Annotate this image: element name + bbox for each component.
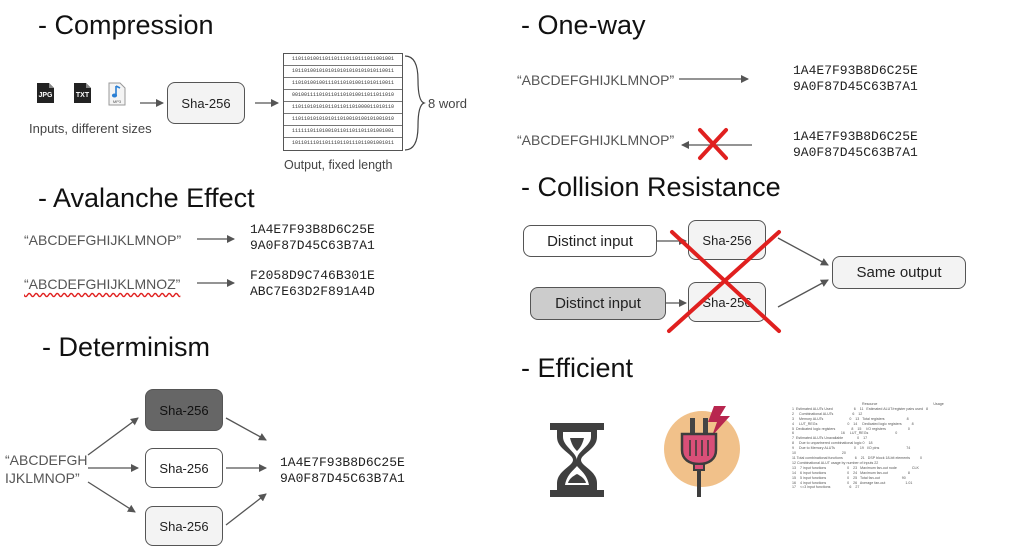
arrow-det-in-top xyxy=(87,417,139,456)
determinism-input-line-2: IJKLMNOP” xyxy=(5,470,80,486)
resource-table-row: 6 16 LUT_REGs 0 xyxy=(792,431,898,436)
sha-label: Sha-256 xyxy=(159,518,209,534)
resource-table-row: 17 <=3 input functions 6 27 xyxy=(792,485,860,490)
red-cross-oneway xyxy=(698,128,728,160)
same-output-box: Same output xyxy=(832,256,966,289)
inputs-label: Inputs, different sizes xyxy=(29,121,152,136)
avalanche-hash-1-line-1: 1A4E7F93B8D6C25E xyxy=(250,222,375,237)
sha-box-determinism-top: Sha-256 xyxy=(145,389,223,431)
output-row: 1101101010101011010010100101001010 xyxy=(284,114,402,126)
arrow-det-in-bot xyxy=(87,481,136,513)
resource-table-row: 5 Dedicated logic registers 8 15 I/O reg… xyxy=(792,426,910,431)
arrow-col-out2 xyxy=(777,279,829,308)
oneway-hash-2-line-2: 9A0F87D45C63B7A1 xyxy=(793,145,918,160)
heading-oneway: - One-way xyxy=(521,10,646,40)
oneway-input-1: “ABCDEFGHIJKLMNOP” xyxy=(517,72,675,88)
resource-table-row: 16 4 input functions 0 26 Average fan-ou… xyxy=(792,480,913,485)
resource-table-row: 7 Estimated ALUTs Unavailable 0 17 xyxy=(792,436,868,441)
output-row: 1101010010011101101010011010110011 xyxy=(284,78,402,90)
resource-table-row: 8 Due to unpartnered combinational logic… xyxy=(792,441,873,446)
sha-box-determinism-middle: Sha-256 xyxy=(145,448,223,488)
mp3-file-icon: MP3 xyxy=(107,82,127,106)
output-row: 1011010010101010101010101010110011 xyxy=(284,66,402,78)
sha-label: Sha-256 xyxy=(159,460,209,476)
heading-efficient: - Efficient xyxy=(521,353,634,383)
resource-table-row: 14 6 input functions 0 24 Maximum fan-ou… xyxy=(792,470,910,475)
resource-table-row: 2 Combinational ALUTs 6 12 xyxy=(792,411,863,416)
resource-table-row: 15 5 input functions 0 25 Total fan-out … xyxy=(792,475,906,480)
resource-table-row: 9 Due to Memory ALUTs 0 19 I/O pins 74 xyxy=(792,446,911,451)
jpg-file-icon: JPG xyxy=(34,82,56,104)
output-brace xyxy=(404,55,426,151)
resource-table-row: 12 Combinational ALUT usage by number of… xyxy=(792,460,879,465)
resource-table-row: 13 7 input functions 0 23 Maximum fan-ou… xyxy=(792,465,919,470)
determinism-input-line-1: “ABCDEFGH xyxy=(5,452,88,468)
oneway-hash-1-line-1: 1A4E7F93B8D6C25E xyxy=(793,63,918,78)
power-plug-icon xyxy=(664,404,744,498)
distinct-input-box-1: Distinct input xyxy=(523,225,657,257)
output-row: 1101101010101101101101000011010110 xyxy=(284,102,402,114)
same-output-label: Same output xyxy=(856,264,942,281)
sha-box-compression: Sha-256 xyxy=(167,82,245,124)
output-row: 1101101001101101110110111011001001 xyxy=(284,54,402,66)
oneway-hash-2-line-1: 1A4E7F93B8D6C25E xyxy=(793,129,918,144)
oneway-hash-1-line-2: 9A0F87D45C63B7A1 xyxy=(793,79,918,94)
sha-label: Sha-256 xyxy=(181,95,231,111)
output-row: 0010011110101101101010011011011010 xyxy=(284,90,402,102)
output-label: Output, fixed length xyxy=(284,158,393,172)
distinct-input-box-2: Distinct input xyxy=(530,287,666,320)
avalanche-input-1: “ABCDEFGHIJKLMNOP” xyxy=(24,232,182,248)
heading-collision: - Collision Resistance xyxy=(521,172,781,202)
oneway-input-2: “ABCDEFGHIJKLMNOP” xyxy=(517,132,675,148)
resource-table-row: 4 LUT_REGs 0 14 Dedicated logic register… xyxy=(792,421,914,426)
svg-text:JPG: JPG xyxy=(38,92,53,99)
determinism-hash-line-2: 9A0F87D45C63B7A1 xyxy=(280,471,405,486)
sha-box-collision-top: Sha-256 xyxy=(688,220,766,260)
resource-table-row: 1 Estimated ALUTs Used 6 11 Estimated AL… xyxy=(792,406,928,411)
heading-avalanche: - Avalanche Effect xyxy=(38,183,255,213)
sha-box-collision-bottom: Sha-256 xyxy=(688,282,766,322)
arrow-det-out-bot xyxy=(225,493,267,526)
heading-determinism: - Determinism xyxy=(42,332,211,362)
word-label: 8 word xyxy=(428,96,468,111)
distinct-input-label: Distinct input xyxy=(555,295,641,312)
resource-table-row: 3 Memory ALUTs 0 13 Total registers 8 xyxy=(792,416,909,421)
svg-text:TXT: TXT xyxy=(76,92,90,99)
output-row: 1111110110100101101101101101001001 xyxy=(284,126,402,138)
resource-table-header: Resource Usage xyxy=(862,402,944,406)
sha-label: Sha-256 xyxy=(702,294,752,310)
arrow-col-out1 xyxy=(777,237,829,266)
sha-box-determinism-bottom: Sha-256 xyxy=(145,506,223,546)
resource-table-row: 11 Total combinational functions 6 21 DS… xyxy=(792,455,923,460)
determinism-hash-line-1: 1A4E7F93B8D6C25E xyxy=(280,455,405,470)
txt-file-icon: TXT xyxy=(71,82,93,104)
resource-table-row: 10 20 xyxy=(792,451,846,456)
heading-compression: - Compression xyxy=(38,10,214,40)
svg-text:MP3: MP3 xyxy=(113,99,122,104)
avalanche-hash-2-line-1: F2058D9C746B301E xyxy=(250,268,375,283)
output-row: 1011011101101110110111011001001011 xyxy=(291,140,395,146)
sha-label: Sha-256 xyxy=(702,232,752,248)
output-grid: 1101101001101101110110111011001001 10110… xyxy=(283,53,403,151)
arrow-det-out-top xyxy=(225,417,267,441)
sha-label: Sha-256 xyxy=(159,402,209,418)
avalanche-input-2: “ABCDEFGHIJKLMNOZ” xyxy=(24,276,181,292)
distinct-input-label: Distinct input xyxy=(547,232,633,250)
avalanche-hash-2-line-2: ABC7E63D2F891A4D xyxy=(250,284,375,299)
hourglass-icon xyxy=(548,421,606,499)
resource-table-image: Resource Usage 1 Estimated ALUTs Used 6 … xyxy=(792,402,1028,504)
avalanche-hash-1-line-2: 9A0F87D45C63B7A1 xyxy=(250,238,375,253)
